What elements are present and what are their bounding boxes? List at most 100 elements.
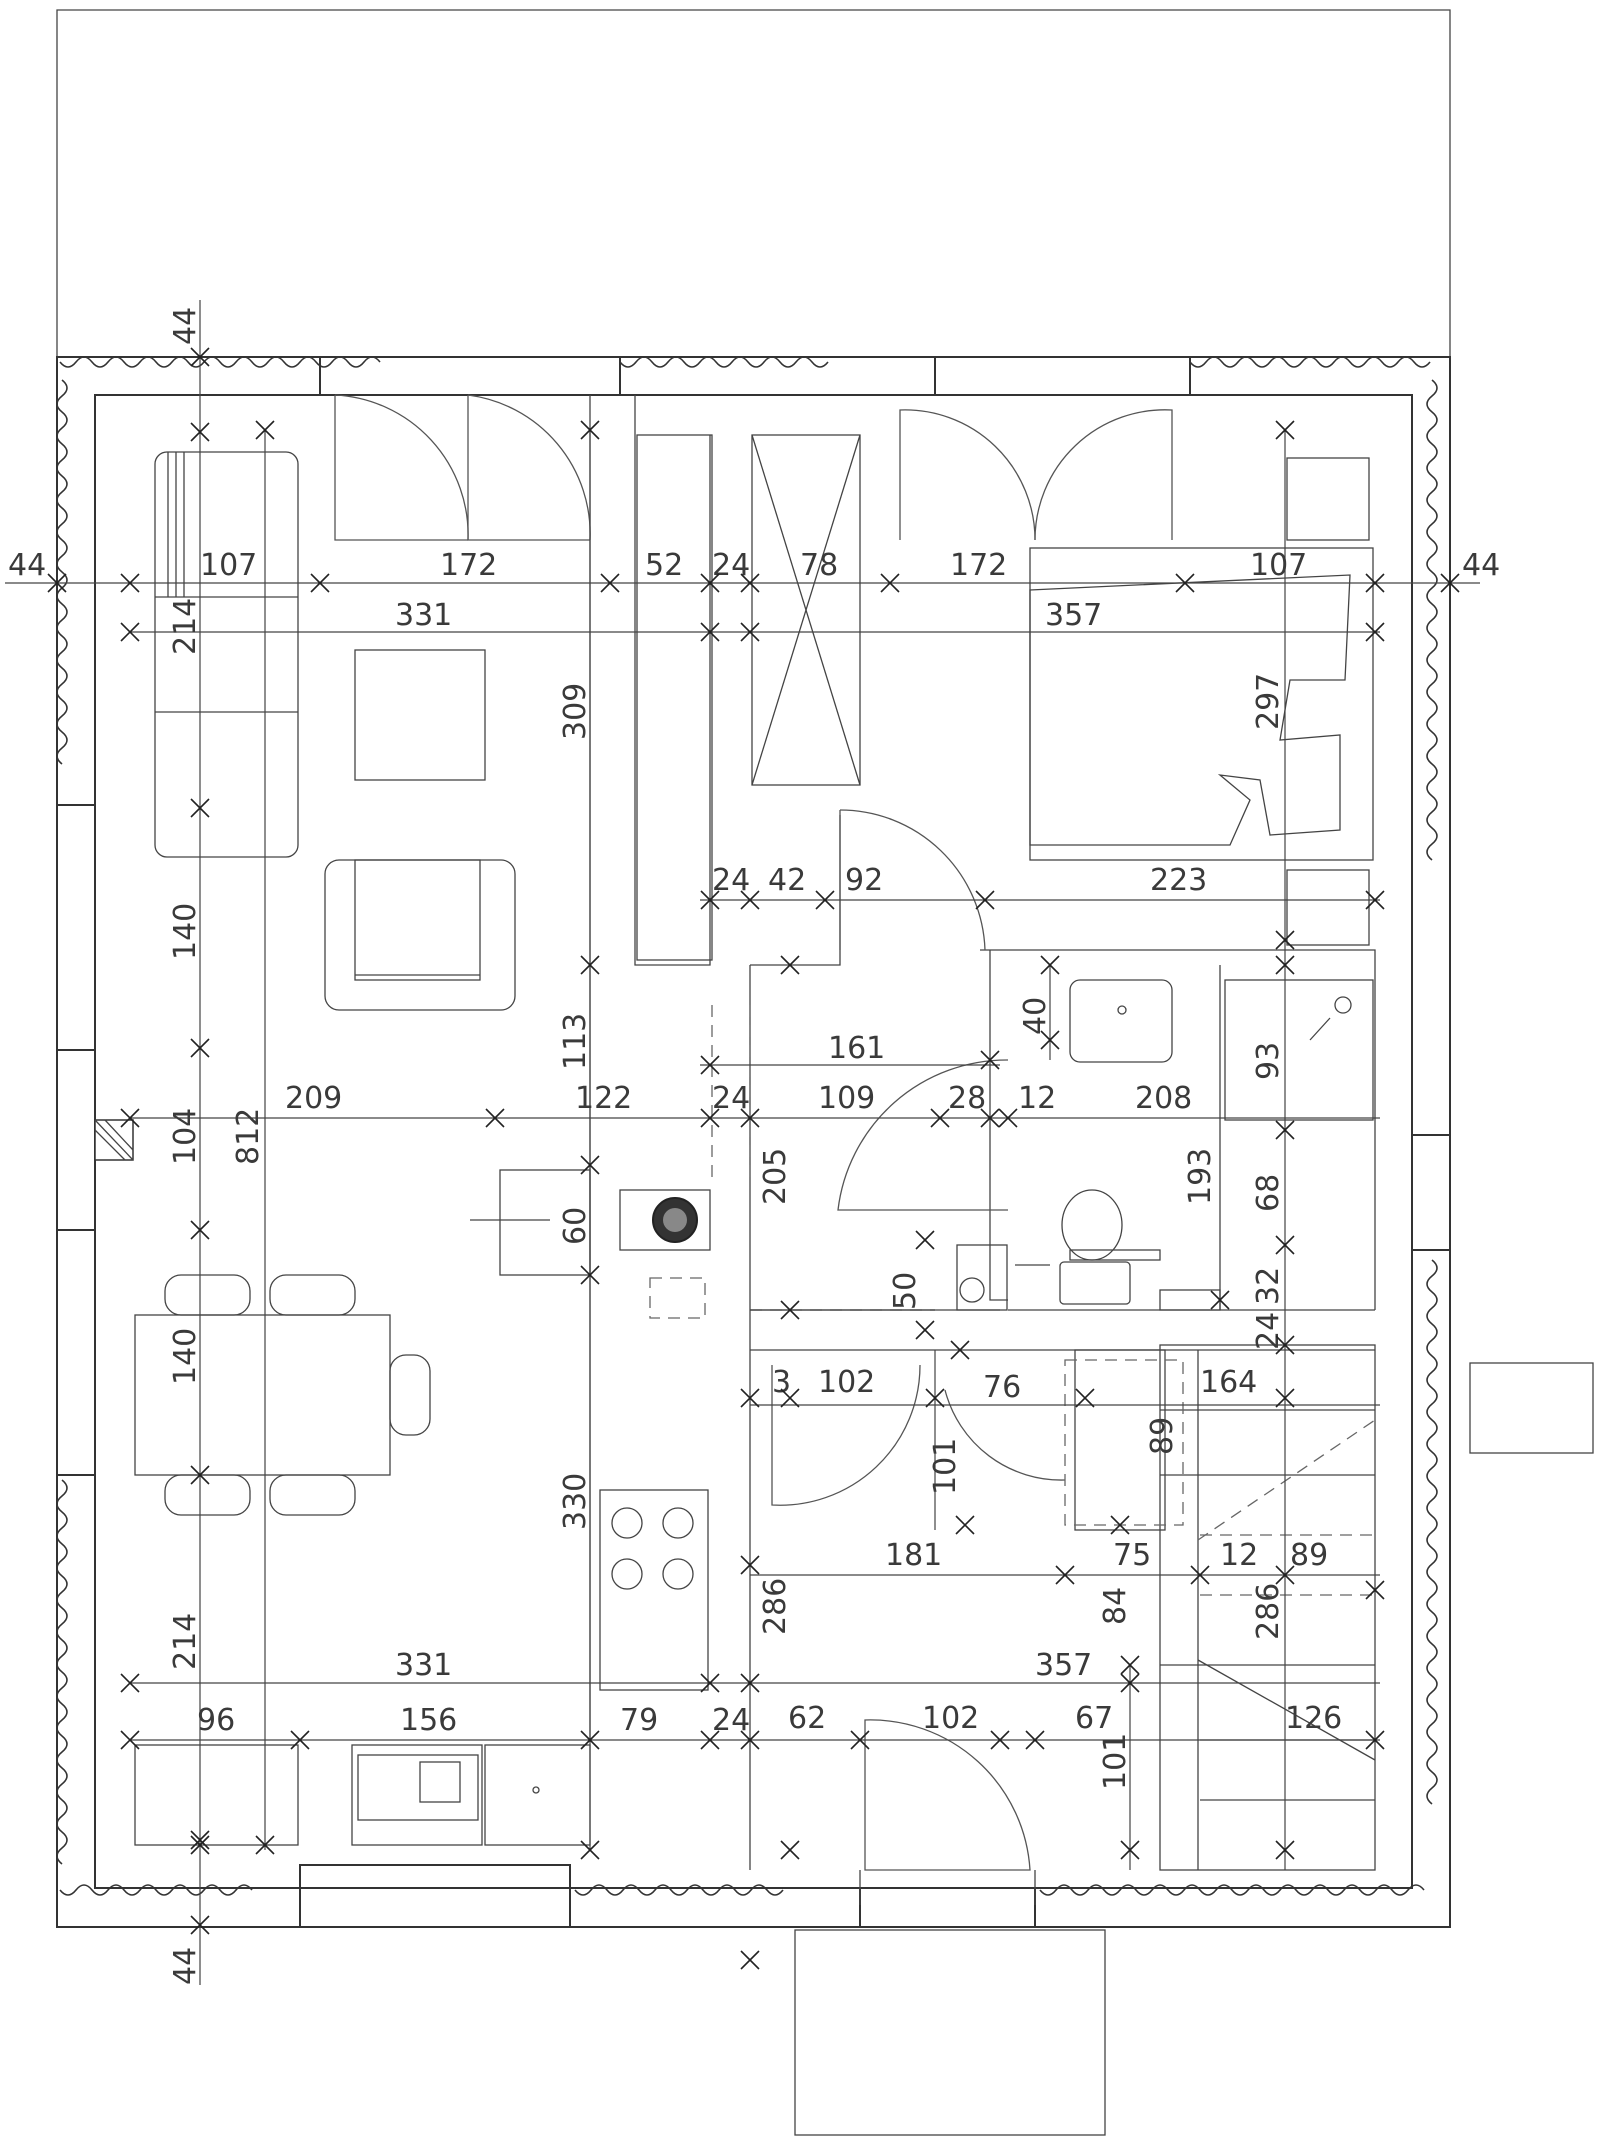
dimension-tick (1275, 420, 1295, 440)
dim-44-top: 44 (168, 307, 203, 345)
dimension-tick (700, 1673, 720, 1693)
dimension-tick (780, 1388, 800, 1408)
dimension-tick (120, 1673, 140, 1693)
dim-60: 60 (558, 1207, 593, 1245)
dimension-tick (310, 573, 330, 593)
dim-89-b: 89 (1290, 1538, 1328, 1573)
dimension-tick (600, 573, 620, 593)
dim-104: 104 (168, 1108, 203, 1165)
dim-12-mid: 12 (1018, 1081, 1056, 1116)
dimension-tick (850, 1730, 870, 1750)
dimension-tick (740, 622, 760, 642)
dim-107-a: 107 (200, 548, 257, 583)
dimension-tick (190, 1465, 210, 1485)
dim-164: 164 (1200, 1365, 1257, 1400)
dimension-tick (1120, 1840, 1140, 1860)
staircase (1064, 1344, 1376, 1871)
dim-24-bath: 24 (1251, 1312, 1286, 1350)
dim-331-top: 331 (395, 598, 452, 633)
dimension-tick (1365, 1580, 1385, 1600)
dimension-tick (190, 347, 210, 367)
dimension-tick (1275, 955, 1295, 975)
dimension-tick (780, 1840, 800, 1860)
dim-208: 208 (1135, 1081, 1192, 1116)
dim-32: 32 (1251, 1267, 1286, 1305)
dimension-tick (255, 420, 275, 440)
dim-96: 96 (197, 1703, 235, 1738)
dimension-tick (815, 890, 835, 910)
dimension-tick (990, 1730, 1010, 1750)
dim-156: 156 (400, 1703, 457, 1738)
dim-102-entry: 102 (922, 1701, 979, 1736)
dim-122: 122 (575, 1081, 632, 1116)
dimension-tick (925, 1388, 945, 1408)
dimension-tick (1040, 1030, 1060, 1050)
dim-140-dining: 140 (168, 1328, 203, 1385)
dim-40: 40 (1018, 997, 1053, 1035)
dimension-tick (120, 622, 140, 642)
dimension-tick (1275, 1840, 1295, 1860)
dimension-tick (1275, 1335, 1295, 1355)
dimension-tick (1440, 573, 1460, 593)
dim-75: 75 (1113, 1538, 1151, 1573)
dimension-tick (120, 1730, 140, 1750)
dim-286-stair: 286 (1251, 1583, 1286, 1640)
dimension-tick (700, 622, 720, 642)
living-furniture (154, 451, 516, 1011)
dim-50: 50 (888, 1272, 923, 1310)
dimension-tick (190, 1038, 210, 1058)
dimension-tick (190, 422, 210, 442)
dimension-tick (780, 1300, 800, 1320)
dimension-tick (1120, 1655, 1140, 1675)
dimension-tick (740, 1108, 760, 1128)
dimension-tick (1275, 1565, 1295, 1585)
dim-357-bottom: 357 (1035, 1648, 1092, 1683)
bathroom-fixtures (956, 979, 1374, 1311)
dimension-tick (580, 955, 600, 975)
dimension-tick (1365, 890, 1385, 910)
dimension-tick (740, 890, 760, 910)
dimension-tick (700, 1108, 720, 1128)
dimension-tick (930, 1108, 950, 1128)
dimension-tick (915, 1230, 935, 1250)
dim-214-top: 214 (168, 598, 203, 655)
dim-44-bottom: 44 (168, 1947, 203, 1985)
dimension-tick (740, 1673, 760, 1693)
dimension-tick (1275, 1120, 1295, 1140)
dining-table (134, 1274, 431, 1516)
dimension-tick (975, 890, 995, 910)
dimension-tick (190, 1220, 210, 1240)
dim-331-bottom: 331 (395, 1648, 452, 1683)
dim-140-living: 140 (168, 903, 203, 960)
dim-79: 79 (620, 1703, 658, 1738)
dimension-tick (1365, 622, 1385, 642)
dimension-tick (1040, 955, 1060, 975)
dim-89-a: 89 (1145, 1417, 1180, 1455)
dimension-tick (190, 1830, 210, 1850)
dim-109: 109 (818, 1081, 875, 1116)
kitchen-fixtures (134, 1169, 711, 1846)
dim-92: 92 (845, 863, 883, 898)
dimension-tick (740, 573, 760, 593)
dimension-tick (190, 798, 210, 818)
dimension-tick (740, 1555, 760, 1575)
dimension-tick (290, 1730, 310, 1750)
dim-44-right: 44 (1462, 548, 1500, 583)
dimension-tick (1210, 1290, 1230, 1310)
dimension-tick (47, 573, 67, 593)
dim-93: 93 (1251, 1042, 1286, 1080)
dimension-tick (255, 1835, 275, 1855)
dimension-tick (1275, 1388, 1295, 1408)
dimension-tick (740, 1950, 760, 1970)
dimension-tick (700, 573, 720, 593)
dimension-tick (980, 1050, 1000, 1070)
closet (636, 434, 861, 961)
dimension-tick (580, 1265, 600, 1285)
dimension-tick (740, 1730, 760, 1750)
dim-68: 68 (1251, 1174, 1286, 1212)
dimension-lines (5, 300, 1480, 1985)
dim-113: 113 (558, 1013, 593, 1070)
dimension-tick (780, 955, 800, 975)
dimension-tick (580, 1840, 600, 1860)
